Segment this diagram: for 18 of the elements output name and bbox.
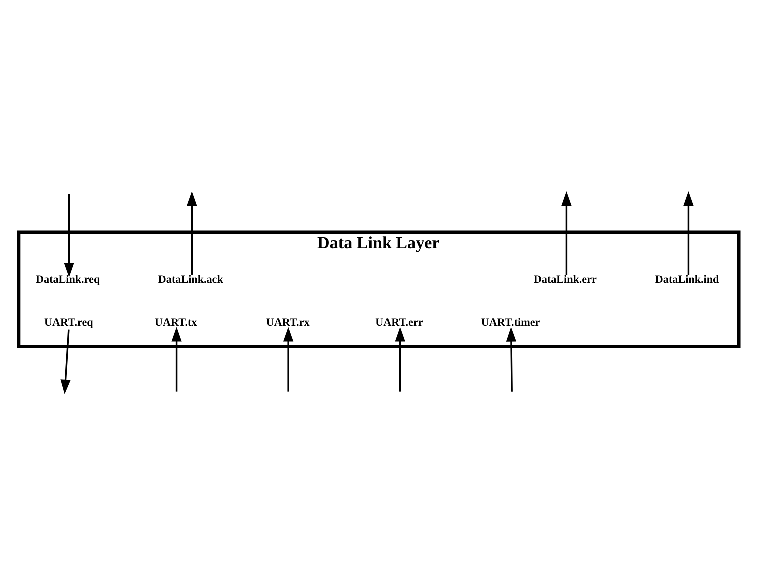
node-text: UART.timer [481, 316, 540, 328]
node-text: UART.tx [155, 316, 198, 328]
node-text: UART.req [44, 316, 94, 328]
node-text: DataLink.ack [158, 274, 224, 286]
arrow [506, 326, 517, 392]
node-text: UART.err [376, 316, 424, 328]
arrow [283, 326, 294, 392]
arrow [64, 194, 74, 278]
node-text: DataLink.ind [655, 274, 720, 286]
node-text: UART.rx [266, 316, 310, 328]
arrow [60, 329, 71, 394]
arrow [395, 326, 406, 392]
node-text: DataLink.err [534, 274, 597, 286]
node-text: DataLink.req [36, 274, 100, 286]
arrow [562, 191, 572, 274]
arrow [187, 191, 198, 274]
arrow [684, 191, 694, 274]
arrow [172, 326, 182, 392]
